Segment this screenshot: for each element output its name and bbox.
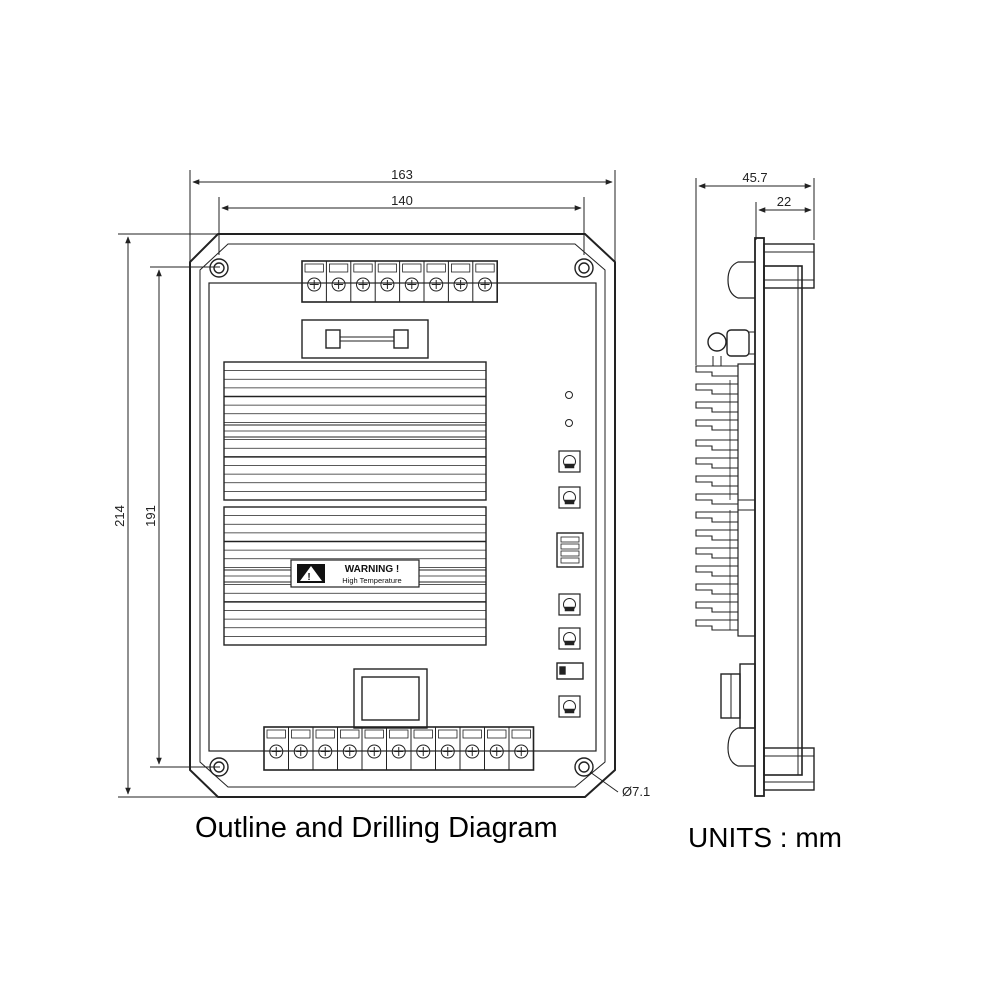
heatsink-fin (695, 529, 738, 541)
heatsink-fin (695, 401, 738, 413)
side-heatsink-fins (695, 363, 756, 637)
units-label: UNITS : mm (688, 822, 842, 853)
fuse-holder (301, 319, 429, 359)
warning-label: ! (290, 559, 420, 588)
dim-hole-width (218, 197, 585, 255)
terminal-screw (386, 727, 409, 770)
terminal-screw (459, 727, 482, 770)
terminal-screw (304, 263, 324, 292)
dim-overall-width (189, 170, 616, 262)
trim-pot (558, 593, 581, 616)
trim-pot (558, 450, 581, 473)
heatsink-fin (695, 365, 738, 377)
dim-overall-height (118, 233, 222, 798)
side-connector (720, 663, 756, 729)
dim-text-partial-depth: 22 (777, 194, 791, 209)
dim-text-hole-height: 191 (143, 505, 158, 527)
terminal-screw (312, 727, 335, 770)
heatsink-fin (695, 619, 738, 631)
heatsink-fin (695, 439, 738, 451)
dim-text-overall-depth: 45.7 (742, 170, 767, 185)
trim-pot (558, 627, 581, 650)
mounting-hole-tl (209, 258, 229, 278)
heatsink-fin (695, 383, 738, 395)
diagram-title: Outline and Drilling Diagram (195, 812, 558, 844)
terminal-screw (399, 261, 422, 302)
dim-text-hole-width: 140 (391, 193, 413, 208)
terminal-screw (337, 727, 360, 770)
front-plate-outline (189, 233, 616, 798)
heatsink-fin (695, 457, 738, 469)
heatsink-upper (223, 361, 487, 501)
trim-potentiometers (558, 450, 581, 718)
jumper (556, 662, 584, 680)
heatsink-fin (695, 419, 738, 431)
terminal-screw (484, 727, 507, 770)
dim-text-overall-width: 163 (391, 167, 413, 182)
side-cover (763, 265, 803, 776)
dim-text-hole-diameter: Ø7.1 (622, 784, 650, 799)
terminal-screw (361, 727, 384, 770)
trim-pot (558, 695, 581, 718)
heatsink-fin (695, 511, 738, 523)
bottom-terminal-block (263, 726, 535, 771)
terminal-screw (288, 727, 311, 770)
svg-text:!: ! (307, 572, 310, 583)
heatsink-fin (695, 601, 738, 613)
front-plate-inner (199, 243, 606, 788)
terminal-screw (435, 727, 458, 770)
terminal-screw (325, 261, 349, 302)
warning-subtext: High Temperature (342, 576, 401, 585)
side-top-terminal (727, 243, 815, 299)
terminal-screw (472, 261, 495, 302)
heatsink-fin (695, 493, 738, 505)
terminal-screw (508, 727, 531, 770)
heatsink-fin (695, 547, 738, 559)
top-terminal-block (301, 260, 498, 303)
terminal-screw (410, 727, 433, 770)
side-back-plate (754, 237, 765, 797)
warning-heading: WARNING ! (345, 564, 399, 575)
trim-pot (558, 486, 581, 509)
mounting-hole-tr (574, 258, 594, 278)
dip-switch (556, 532, 584, 568)
mounting-hole-br (574, 757, 594, 777)
indicator-leds (565, 391, 573, 427)
center-connector (353, 668, 428, 729)
heatsink-lower (223, 506, 487, 646)
heatsink-fin (695, 565, 738, 577)
heatsink-fin (695, 583, 738, 595)
side-view (695, 178, 815, 797)
terminal-screw (447, 261, 471, 302)
terminal-screw (374, 261, 398, 302)
dim-overall-depth (695, 178, 815, 365)
dim-hole-height (150, 266, 220, 768)
terminal-screw (423, 261, 446, 302)
terminal-screw (266, 729, 286, 759)
terminal-screw (350, 261, 373, 302)
side-bottom-terminal (727, 727, 815, 791)
front-view: ! (118, 170, 619, 798)
dim-partial-depth (755, 202, 812, 240)
mounting-hole-bl (209, 757, 229, 777)
dim-text-overall-height: 214 (112, 505, 127, 527)
heatsink-fin (695, 475, 738, 487)
side-fuse (707, 329, 755, 366)
